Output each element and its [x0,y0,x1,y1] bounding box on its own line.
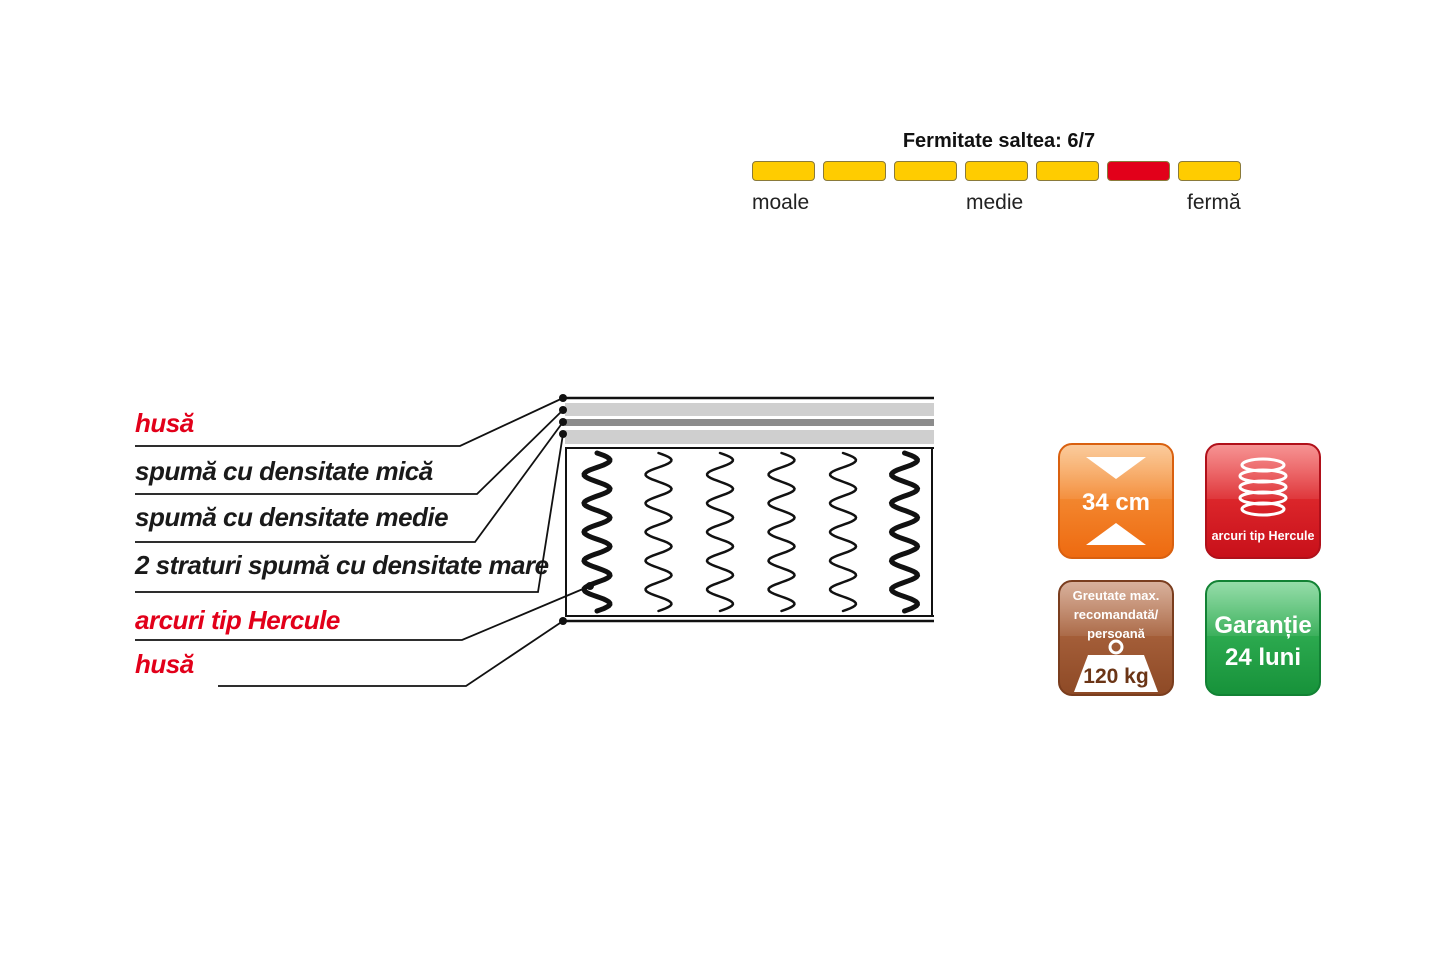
spring-group [581,450,921,614]
height-badge: 34 cm [1058,443,1174,559]
firmness-segment [965,161,1028,181]
firmness-label-soft: moale [752,191,810,214]
medium-density-foam-layer [565,419,934,426]
layer-label-medium-density-foam: spumă cu densitate medie [135,502,449,532]
max-weight-badge: Greutate max. recomandată/ persoană 120 … [1058,580,1174,696]
leader-low-density-foam [135,409,564,495]
firmness-segment [1036,161,1099,181]
leader-dot [559,406,567,414]
weight-line-1: Greutate max. [1072,588,1160,603]
leader-medium-density-foam [135,421,564,543]
firmness-title: Fermitate saltea: 6/7 [902,130,1096,152]
firmness-segment [823,161,886,181]
leader-cover-bottom [218,620,564,687]
warranty-line-1: Garanție [1214,612,1312,639]
weight-icon [1074,639,1158,692]
weight-value: 120 kg [1083,665,1149,688]
layer-label-cover-bottom: husă [135,649,194,679]
leader-high-density-foam [135,433,564,593]
warranty-badge: Garanție 24 luni [1205,580,1321,696]
leader-cover-top [135,397,564,447]
leader-springs [135,585,591,641]
coil-spring-icon [1238,457,1288,517]
firmness-segment [1107,161,1170,181]
coil-spring [705,451,735,613]
coil-spring [888,450,921,614]
warranty-line-2: 24 luni [1224,644,1302,671]
leader-dot [586,582,594,590]
firmness-segment [894,161,957,181]
layer-label-cover-top: husă [135,408,194,438]
leader-dot [559,418,567,426]
coil-spring [767,451,796,613]
layer-label-high-density-foam: 2 straturi spumă cu densitate mare [135,550,549,580]
height-value: 34 cm [1081,489,1151,516]
layer-label-springs: arcuri tip Hercule [135,605,340,635]
firmness-scale: Fermitate saltea: 6/7 moale medie fermă [752,128,1246,228]
coil-spring [828,451,858,613]
high-density-foam-layer [565,430,934,444]
layer-label-low-density-foam: spumă cu densitate mică [135,456,433,486]
springs-label: arcuri tip Hercule [1211,529,1315,543]
coil-spring [644,451,673,613]
leader-dot [559,394,567,402]
leader-dot [559,430,567,438]
weight-line-2: recomandată/ [1073,607,1159,622]
firmness-label-medium: medie [966,191,1024,214]
low-density-foam-layer [565,403,934,416]
weight-line-3: persoană [1087,626,1145,641]
leader-dot [559,617,567,625]
firmness-segment [752,161,815,181]
height-arrows-icon [1086,457,1146,545]
firmness-segment [1178,161,1241,181]
firmness-label-firm: fermă [1187,191,1241,214]
springs-badge: arcuri tip Hercule [1205,443,1321,559]
